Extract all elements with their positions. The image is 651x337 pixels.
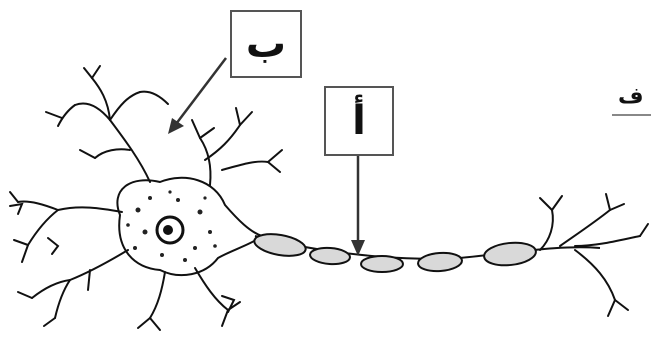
label-box-b: ب — [230, 10, 302, 78]
cropped-question-label: ف : — [618, 84, 651, 109]
label-box-a: أ — [324, 86, 394, 156]
myelin-sheath — [253, 231, 537, 273]
label-b: ب — [246, 21, 286, 67]
axon-terminals — [540, 194, 648, 316]
arrow-b — [168, 58, 226, 134]
question-label-underline — [612, 114, 651, 116]
arrow-a — [351, 156, 365, 256]
label-a: أ — [352, 98, 366, 144]
nucleolus — [163, 225, 173, 235]
cell-body — [117, 178, 262, 275]
